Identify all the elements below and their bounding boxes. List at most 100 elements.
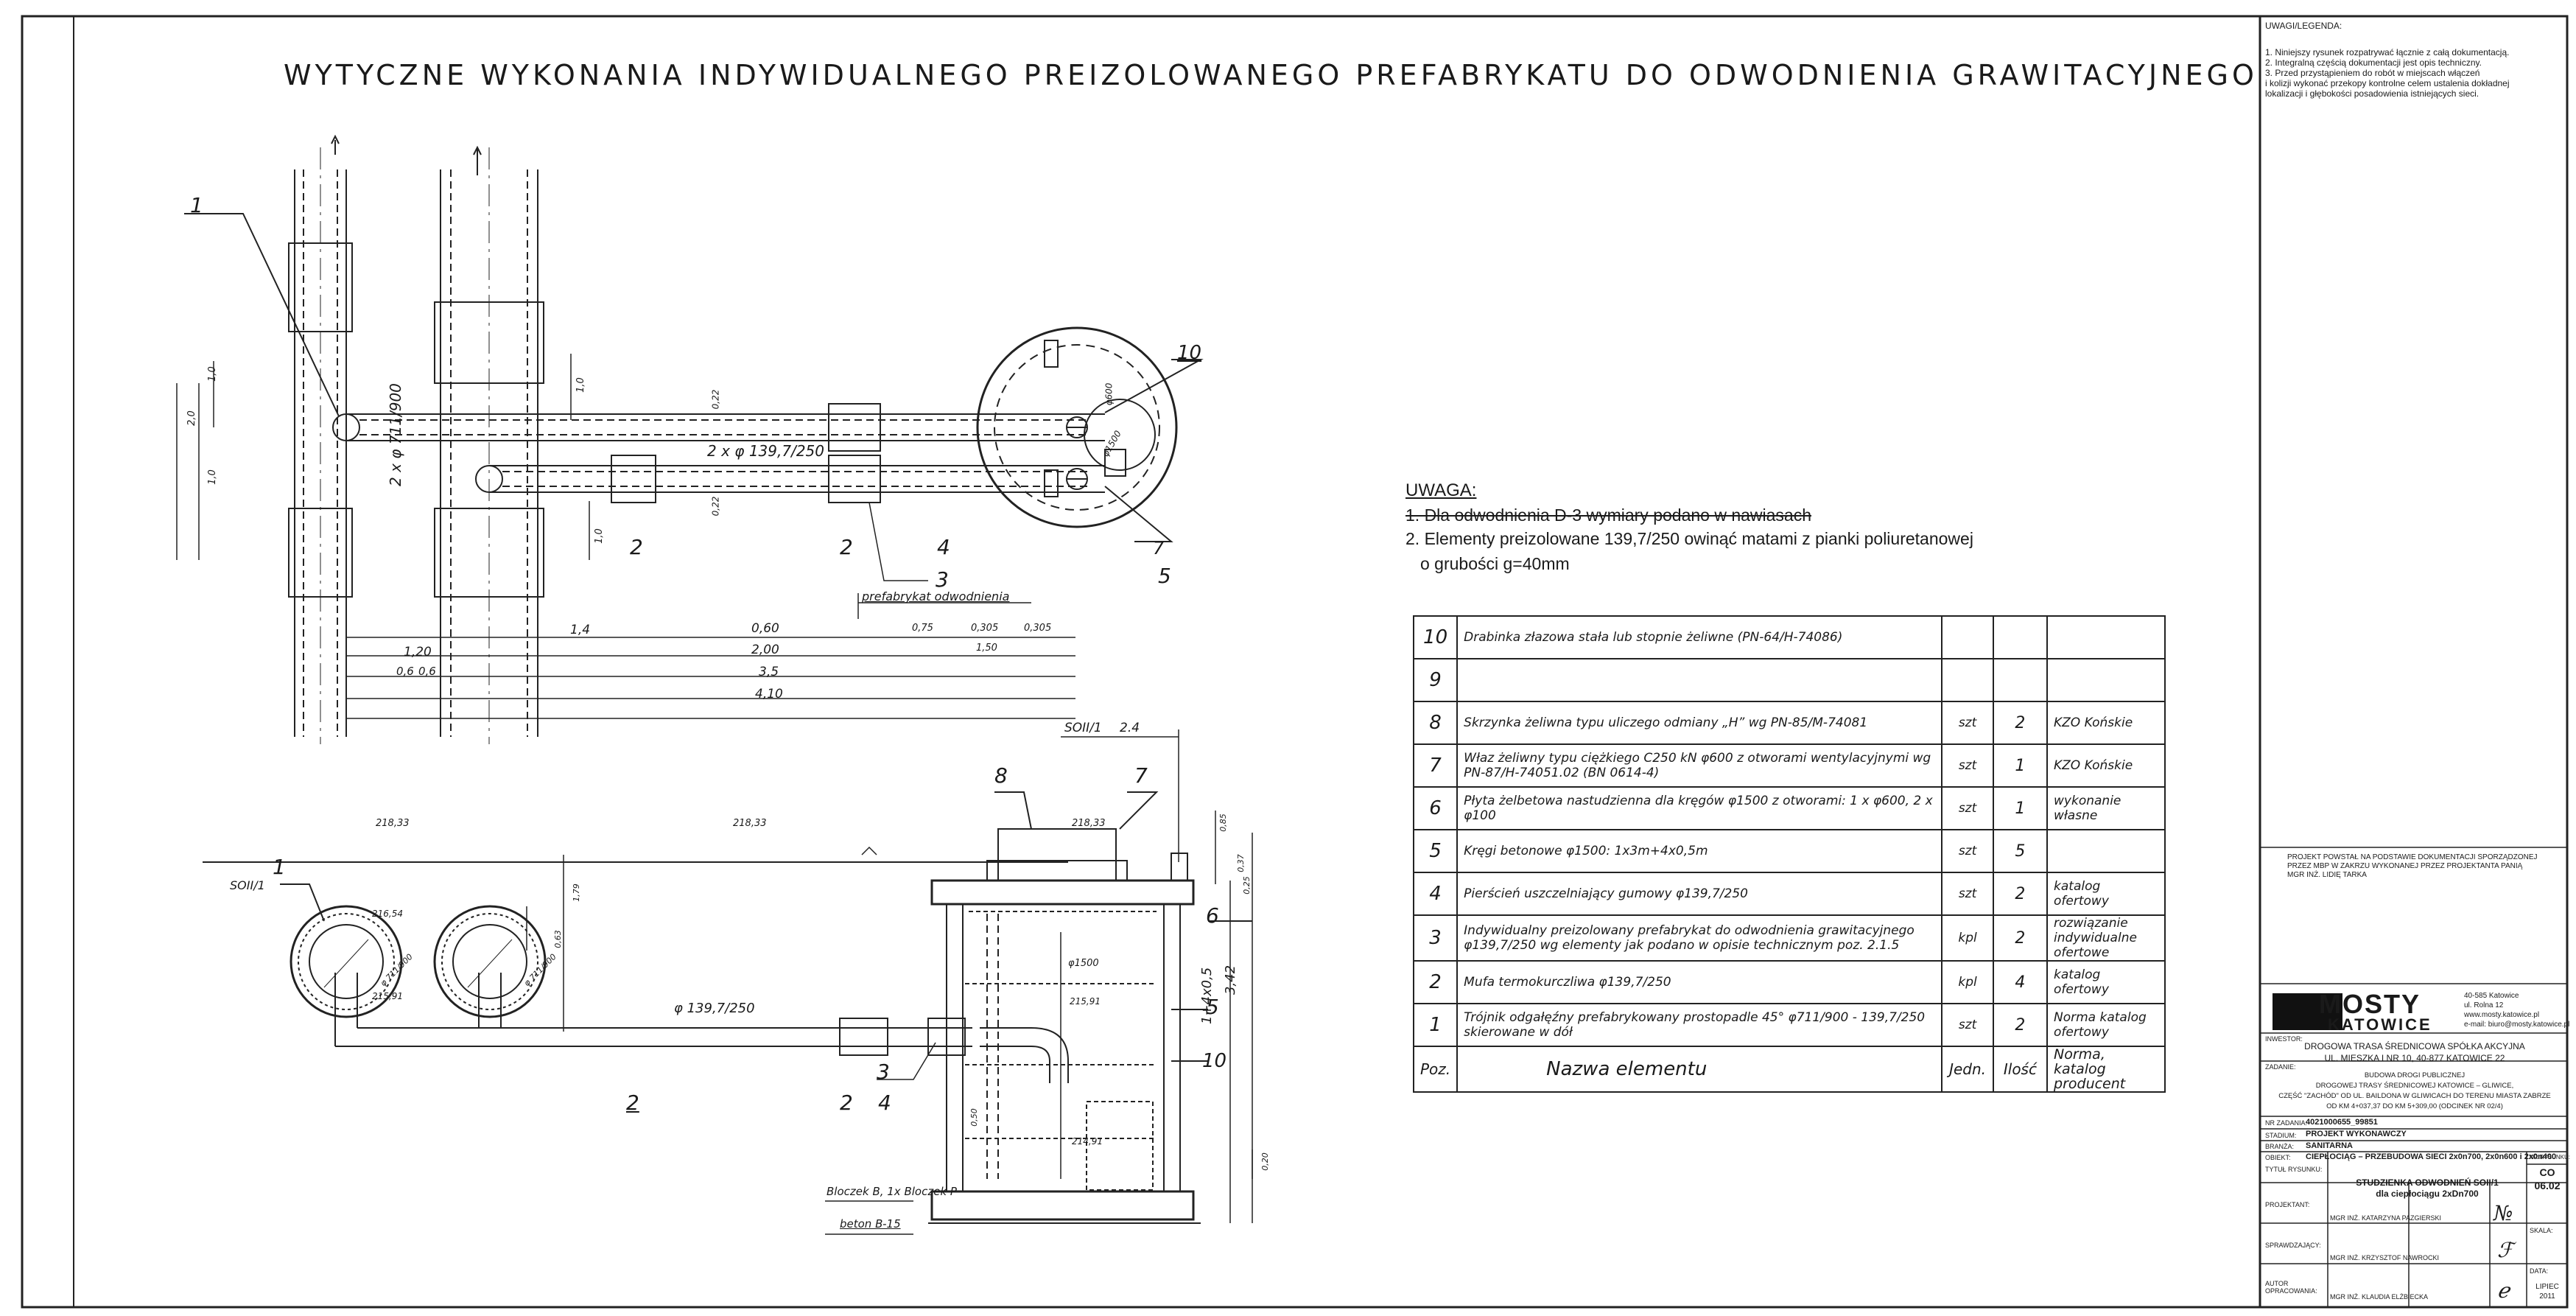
company-logo-icon — [2273, 993, 2342, 1030]
drawing-label: TYTUŁ RYSUNKU: — [2265, 1166, 2323, 1173]
parts-cell-name: Kręgi betonowe φ1500: 1x3m+4x0,5m — [1456, 829, 1943, 873]
investor-label: INWESTOR: — [2265, 1035, 2303, 1043]
parts-cell-unit: kpl — [1941, 914, 1994, 962]
parts-cell-qty: 2 — [1992, 872, 2049, 916]
legend-item: i kolizji wykonać przekopy kontrolne cel… — [2265, 78, 2510, 88]
main-pipe-section-left — [289, 905, 403, 1018]
manhole-inner: φ1500 — [1068, 958, 1099, 969]
parts-cell-no: 3 — [1412, 914, 1459, 962]
callout-5: 5 — [1158, 564, 1171, 588]
checker-label: SPRAWDZAJĄCY: — [2265, 1242, 2321, 1249]
dim: 0,6 — [396, 665, 414, 678]
parts-cell-qty: 2 — [1992, 701, 2049, 745]
section-dim: 0,63 — [552, 930, 563, 948]
dim: 2,00 — [751, 643, 779, 657]
callout-4: 4 — [937, 535, 950, 559]
callout-1: 1 — [273, 855, 286, 879]
pipe-label: φ 139,7/250 — [674, 1001, 755, 1016]
parts-cell-unit — [1941, 615, 1994, 659]
parts-cell-no: 9 — [1412, 658, 1459, 702]
parts-cell-name: Właz żeliwny typu ciężkiego C250 kN φ600… — [1456, 743, 1943, 788]
task-number: 4021000655_99851 — [2306, 1118, 2378, 1127]
parts-cell-no: 7 — [1412, 743, 1459, 788]
callout-10: 10 — [1177, 342, 1202, 364]
drawing-title-line: dla ciepłociągu 2xDn700 — [2376, 1189, 2479, 1199]
section-dim: 218,33 — [1072, 818, 1106, 829]
parts-cell-remarks: katalog ofertowy — [2046, 872, 2166, 916]
branch-pipe-section — [334, 973, 1069, 1083]
date-line: LIPIEC — [2535, 1283, 2559, 1291]
dim: 3,5 — [759, 665, 779, 679]
parts-cell-unit: szt — [1941, 701, 1994, 745]
vert-dim: 1,0 — [206, 469, 218, 485]
bottom-note-2: beton B-15 — [840, 1217, 901, 1231]
object-line: OD KM 4+037,37 DO KM 5+309,00 (ODCINEK N… — [2326, 1102, 2503, 1110]
author-signature: ℯ — [2497, 1278, 2510, 1303]
parts-cell-no: 4 — [1412, 872, 1459, 916]
dim: 0,75 — [912, 623, 933, 634]
callout-2: 2 — [630, 535, 643, 559]
dim: 0,305 — [971, 623, 999, 634]
manhole-section — [928, 828, 1201, 1224]
address-line: e-mail: biuro@mosty.katowice.pl — [2464, 1021, 2570, 1029]
scale-label: SKALA: — [2530, 1227, 2553, 1234]
parts-table-row: 9 — [1412, 658, 2166, 702]
section-dim: 215,91 — [1070, 996, 1101, 1007]
vert-dim: 2,0 — [186, 410, 197, 426]
main-pipe-left — [288, 147, 353, 744]
parts-table-header: Poz. Nazwa elementu Jedn. Ilość Norma, k… — [1412, 1046, 2166, 1093]
callout-8: 8 — [994, 763, 1008, 788]
callout-1: 1 — [190, 193, 203, 217]
legend-heading: UWAGI/LEGENDA: — [2265, 21, 2342, 31]
parts-cell-unit: szt — [1941, 872, 1994, 916]
company-name: MOSTY — [2319, 989, 2421, 1019]
address-line: 40-585 Katowice — [2464, 992, 2519, 1000]
parts-cell-qty: 1 — [1992, 743, 2049, 788]
sheet-border — [21, 15, 2569, 1309]
legend-item: 1. Niniejszy rysunek rozpatrywać łącznie… — [2265, 47, 2510, 57]
parts-cell-remarks: rozwiązanie indywidualne ofertowe — [2046, 914, 2166, 962]
date-line: 2011 — [2539, 1292, 2555, 1301]
parts-cell-unit: szt — [1941, 786, 1994, 830]
parts-cell-no: 10 — [1412, 615, 1459, 659]
checker: MGR INŻ. KRZYSZTOF NAWROCKI — [2330, 1254, 2439, 1261]
parts-cell-unit — [1941, 658, 1994, 702]
callout-2: 2 — [840, 1091, 853, 1115]
investor: DROGOWA TRASA ŚREDNICOWA SPÓŁKA AKCYJNA … — [2267, 1040, 2562, 1064]
designer-label: PROJEKTANT: — [2265, 1201, 2310, 1208]
callout-3: 3 — [936, 567, 949, 592]
vert-dim: 0,22 — [710, 496, 721, 517]
company-address: 40-585 Katowice ul. Rolna 12 www.mosty.k… — [2464, 991, 2569, 1029]
total-height-label: 3,42 — [1223, 965, 1238, 995]
drawing-number: CO 06.02 — [2528, 1166, 2566, 1192]
object-label: ZADANIE: — [2265, 1063, 2296, 1071]
section-dim: 216,54 — [372, 909, 403, 919]
parts-cell-remarks: wykonanie własne — [2046, 786, 2166, 830]
parts-cell-remarks — [2046, 615, 2166, 659]
dim: 1,50 — [976, 643, 997, 654]
callout-7: 7 — [1153, 538, 1165, 559]
header-unit: Jedn. — [1941, 1046, 1994, 1093]
object-line: BUDOWA DROGI PUBLICZNEJ — [2364, 1071, 2466, 1079]
section-dim: 0,20 — [1260, 1152, 1270, 1171]
investor-line: UL. MIESZKA I NR 10, 40-877 KATOWICE 22 — [2324, 1053, 2505, 1063]
company-sub: KATOWICE — [2328, 1015, 2432, 1034]
author: MGR INŻ. KLAUDIA ELŻBIECKA — [2330, 1293, 2429, 1301]
drawing-number-line: CO — [2539, 1166, 2555, 1178]
dim: 0,60 — [751, 621, 779, 636]
section-view — [203, 729, 1253, 1235]
stage-label: STADIUM: — [2265, 1132, 2297, 1139]
manhole-dim: φ600 — [1103, 382, 1115, 406]
callout-5: 5 — [1206, 995, 1219, 1019]
part: CIEPŁOCIĄG – PRZEBUDOWA SIECI 2x0n700, 2… — [2306, 1152, 2557, 1161]
parts-cell-qty — [1992, 658, 2049, 702]
address-line: www.mosty.katowice.pl — [2464, 1011, 2540, 1019]
parts-cell-unit: szt — [1941, 743, 1994, 788]
